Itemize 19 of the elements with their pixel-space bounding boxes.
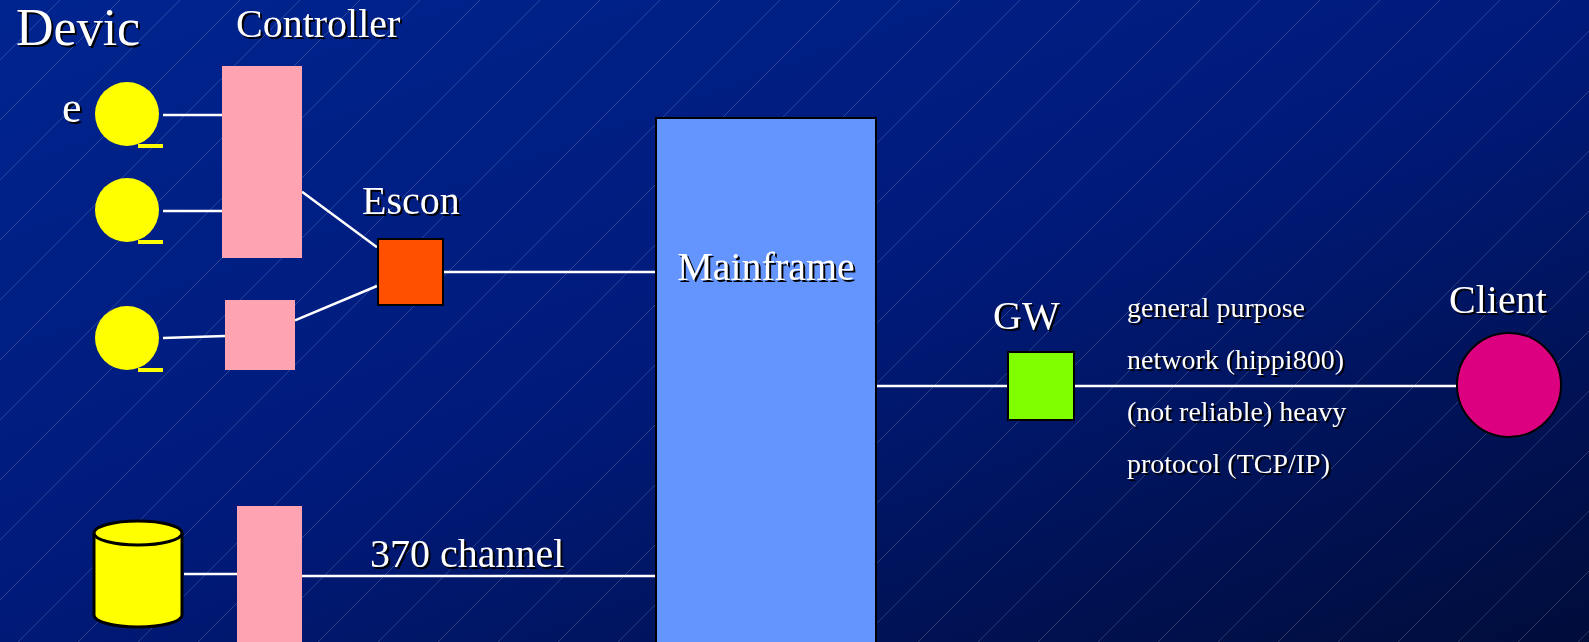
device-label: Devic (16, 2, 141, 54)
node-label: Client (1449, 280, 1547, 320)
edge-label: general purpose network (hippi800) (not reliable) heavy protocol (TCP/IP) (1127, 291, 1348, 481)
connector-line (1075, 384, 1456, 388)
node-label: GW (993, 296, 1060, 336)
node-label: Escon (362, 181, 460, 221)
connector-line (184, 572, 237, 576)
connector-line (163, 209, 222, 213)
connector-line (877, 384, 1007, 388)
connector-line (301, 190, 378, 249)
node-label: Controller (236, 4, 401, 44)
node-label: Mainframe (676, 247, 856, 287)
connector-line (162, 334, 226, 340)
connector-line (302, 574, 655, 578)
device-label: e (62, 86, 82, 130)
connector-line (294, 284, 378, 322)
connector-line (163, 113, 222, 117)
connector-line (444, 270, 655, 274)
edge-label: 370 channel (370, 530, 565, 578)
